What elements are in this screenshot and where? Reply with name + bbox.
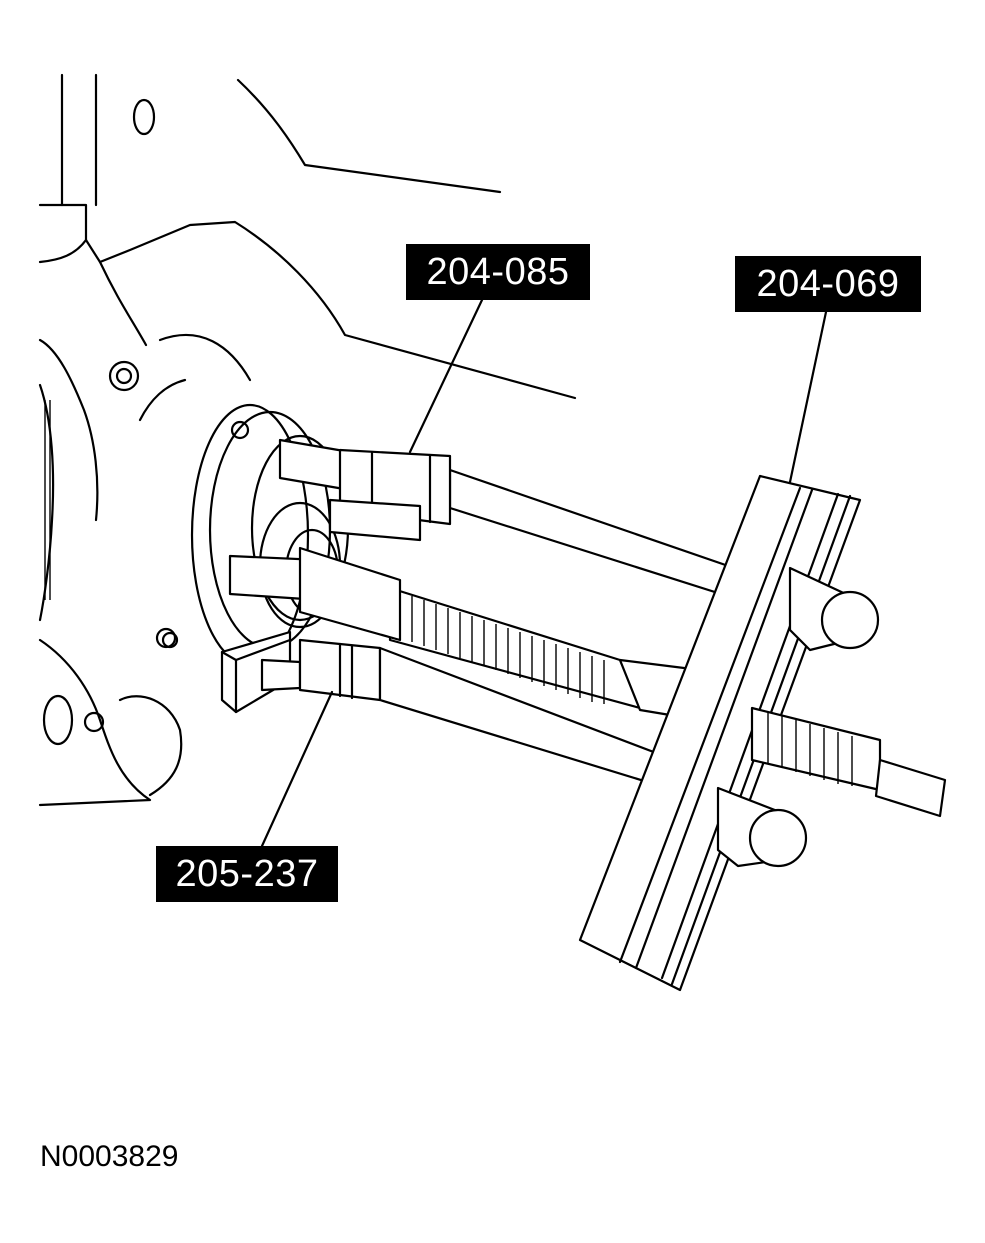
wheel-hub (161, 403, 350, 667)
adapter-block (220, 630, 382, 714)
knuckle-housing (38, 73, 577, 807)
figure-number: N0003829 (40, 1140, 179, 1173)
callout-204-085: 204-085 (406, 244, 590, 300)
leader-lines (260, 298, 828, 848)
puller-bar (578, 474, 947, 992)
callout-205-237: 205-237 (156, 846, 338, 902)
callout-204-069: 204-069 (735, 256, 921, 312)
puller-rods (228, 438, 742, 794)
